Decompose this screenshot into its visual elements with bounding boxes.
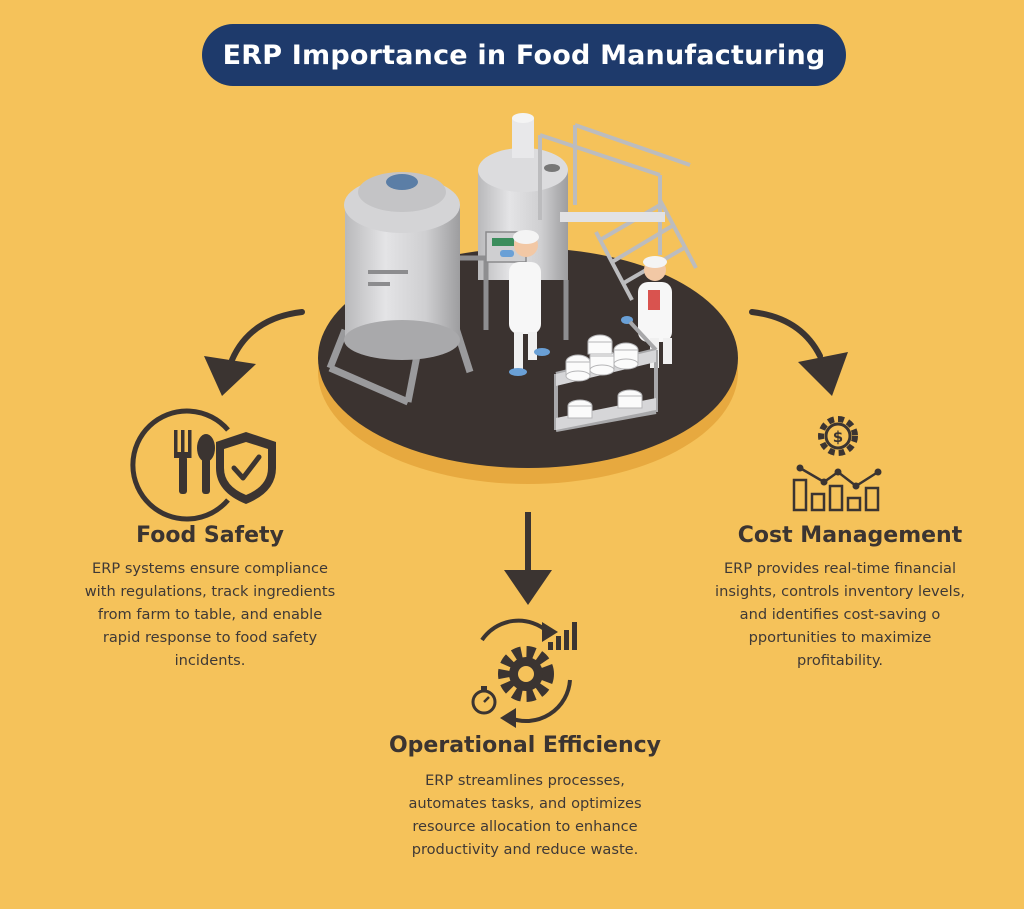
food-safety-line: with regulations, track ingredients (84, 583, 336, 600)
svg-text:$: $ (833, 428, 843, 446)
food-safety-description: ERP systems ensure compliance with regul… (40, 557, 380, 672)
cost-management-line: pportunities to maximize (748, 629, 932, 646)
operational-efficiency-heading: Operational Efficiency (388, 733, 662, 758)
gear-cycle-stopwatch-icon (471, 618, 577, 728)
fork-spoon-shield-check-icon (130, 408, 276, 522)
cost-management-line: and identifies cost-saving o (739, 606, 941, 623)
food-safety-heading: Food Safety (136, 523, 284, 548)
arrow-to-food-safety (204, 309, 305, 396)
cost-management-line: ERP provides real-time financial (723, 560, 957, 577)
dollar-gear-bar-chart-icon: $ (792, 416, 882, 512)
operational-efficiency-line: resource allocation to enhance (412, 818, 638, 835)
food-safety-line: from farm to table, and enable (97, 606, 323, 623)
cost-management-description: ERP provides real-time financial insight… (670, 557, 1010, 672)
operational-efficiency-line: ERP streamlines processes, (425, 772, 625, 789)
operational-efficiency-description: ERP streamlines processes, automates tas… (355, 769, 695, 861)
title-banner: ERP Importance in Food Manufacturing (202, 24, 846, 86)
arrow-to-cost-management (749, 309, 848, 396)
factory-workers-illustration (318, 113, 738, 484)
arrow-to-operational-efficiency (504, 512, 552, 605)
food-safety-line: ERP systems ensure compliance (92, 560, 328, 577)
page-title: ERP Importance in Food Manufacturing (222, 39, 826, 71)
food-safety-line: incidents. (174, 652, 246, 669)
cost-management-line: profitability. (796, 652, 884, 669)
cost-management-line: insights, controls inventory levels, (715, 583, 965, 600)
cost-management-heading: Cost Management (737, 523, 963, 548)
operational-efficiency-line: automates tasks, and optimizes (408, 795, 642, 812)
operational-efficiency-line: productivity and reduce waste. (411, 841, 639, 858)
food-safety-line: rapid response to food safety (102, 629, 318, 646)
